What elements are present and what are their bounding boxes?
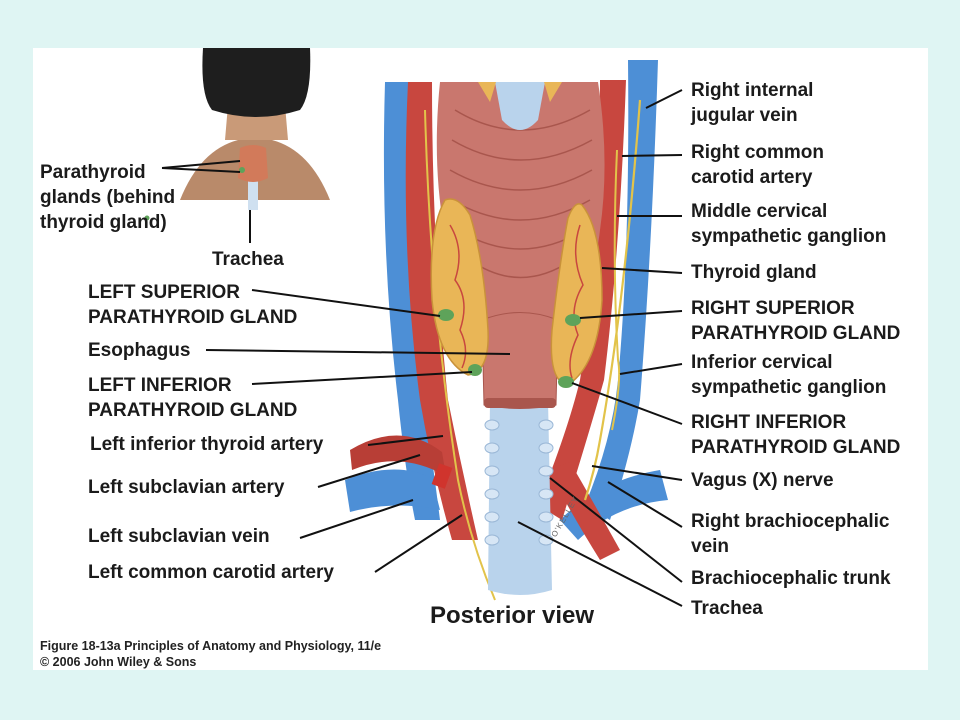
- left-inferior-parathyroid: [468, 364, 482, 376]
- label-right-superior-parathyroid: RIGHT SUPERIOR PARATHYROID GLAND: [691, 296, 900, 346]
- label-trachea-main: Trachea: [691, 598, 763, 619]
- label-line: Parathyroid: [40, 162, 146, 183]
- label-line: PARATHYROID GLAND: [88, 307, 298, 328]
- inset-trachea: [248, 165, 258, 210]
- label-inferior-cervical-ganglion: Inferior cervical sympathetic ganglion: [691, 350, 886, 400]
- label-left-superior-parathyroid: LEFT SUPERIOR PARATHYROID GLAND: [88, 280, 297, 330]
- esophagus-cut: [484, 398, 556, 408]
- label-right-common-carotid-artery: Right common carotid artery: [691, 140, 824, 190]
- label-left-subclavian-artery: Left subclavian artery: [88, 477, 285, 498]
- inset-parathyroid-dot-2: [144, 215, 150, 221]
- label-line: RIGHT INFERIOR: [691, 412, 847, 433]
- label-line: LEFT INFERIOR: [88, 375, 232, 396]
- label-left-inferior-thyroid-artery: Left inferior thyroid artery: [90, 434, 324, 455]
- leader-lines: [161, 89, 683, 607]
- label-line: PARATHYROID GLAND: [88, 400, 298, 421]
- main-illustration: [345, 60, 668, 601]
- label-left-common-carotid-artery: Left common carotid artery: [88, 562, 334, 583]
- figure-caption-line2: © 2006 John Wiley & Sons: [40, 655, 197, 669]
- label-left-subclavian-vein: Left subclavian vein: [88, 526, 270, 547]
- right-common-carotid-artery: [538, 80, 626, 520]
- right-internal-jugular-vein: [585, 60, 658, 520]
- label-brachiocephalic-trunk: Brachiocephalic trunk: [691, 568, 891, 589]
- thyroid-vessels-right: [569, 224, 584, 379]
- label-left-inferior-parathyroid: LEFT INFERIOR PARATHYROID GLAND: [88, 373, 297, 423]
- inset-thyroid: [238, 145, 268, 182]
- label-thyroid-gland: Thyroid gland: [691, 262, 817, 283]
- label-line: PARATHYROID GLAND: [691, 437, 901, 458]
- label-line: vein: [691, 536, 730, 557]
- left-subclavian-artery: [350, 435, 446, 476]
- label-line: RIGHT SUPERIOR: [691, 298, 855, 319]
- left-vagus-nerve: [424, 109, 496, 601]
- label-line: Right brachiocephalic: [691, 511, 890, 532]
- left-superior-parathyroid: [438, 309, 454, 321]
- cartilage-left: [478, 82, 496, 102]
- label-line: carotid artery: [691, 167, 813, 188]
- label-line: thyroid gland): [40, 212, 167, 233]
- label-right-brachiocephalic-vein: Right brachiocephalic vein: [691, 509, 889, 559]
- right-superior-parathyroid: [565, 314, 581, 326]
- label-right-inferior-parathyroid: RIGHT INFERIOR PARATHYROID GLAND: [691, 410, 900, 460]
- esophagus: [481, 312, 559, 409]
- right-vagus-nerve: [583, 99, 642, 501]
- sympathetic-chain: [611, 149, 621, 431]
- left-inferior-thyroid-artery-segment: [431, 463, 453, 489]
- label-vagus-nerve: Vagus (X) nerve: [691, 470, 834, 491]
- label-line: glands (behind: [40, 187, 176, 208]
- cartilage-right: [544, 82, 562, 102]
- label-middle-cervical-ganglion: Middle cervical sympathetic ganglion: [691, 199, 886, 249]
- trachea: [488, 400, 552, 595]
- label-line: Right internal: [691, 80, 814, 101]
- label-line: LEFT SUPERIOR: [88, 282, 241, 303]
- label-esophagus: Esophagus: [88, 340, 191, 361]
- label-line: PARATHYROID GLAND: [691, 323, 901, 344]
- label-line: jugular vein: [691, 105, 798, 126]
- label-line: Right common: [691, 142, 824, 163]
- label-right-internal-jugular-vein: Right internal jugular vein: [691, 78, 813, 128]
- trachea-rings: [484, 419, 554, 546]
- figure-caption-line1: Figure 18-13a Principles of Anatomy and …: [40, 639, 382, 653]
- inset-hair: [202, 48, 311, 117]
- label-trachea-inset: Trachea: [212, 249, 284, 270]
- label-line: sympathetic ganglion: [691, 226, 887, 247]
- thyroid-vessels-left: [449, 224, 467, 369]
- inset-parathyroid-dot: [239, 167, 245, 173]
- left-common-carotid-artery: [405, 82, 478, 540]
- inset-figure: [144, 48, 375, 221]
- left-subclavian-vein: [345, 469, 440, 512]
- label-parathyroid-glands-inset: Parathyroid glands (behind thyroid gland…: [40, 160, 175, 235]
- label-line: sympathetic ganglion: [691, 377, 887, 398]
- thyroid-right-lobe: [550, 203, 603, 386]
- epiglottis: [495, 82, 545, 130]
- label-line: Inferior cervical: [691, 352, 833, 373]
- brachiocephalic-trunk: [548, 462, 620, 560]
- label-line: Middle cervical: [691, 201, 828, 222]
- view-title: Posterior view: [430, 602, 595, 629]
- right-inferior-parathyroid: [558, 376, 574, 388]
